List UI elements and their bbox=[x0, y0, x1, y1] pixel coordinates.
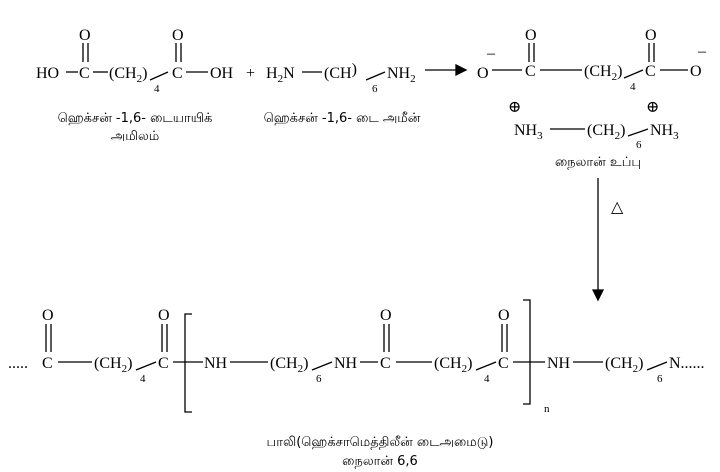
svg-text:6: 6 bbox=[372, 83, 378, 95]
svg-text:C: C bbox=[498, 355, 509, 372]
svg-text:–: – bbox=[697, 43, 707, 60]
amine-label: ஹெக்சன் -1,6- டை அமீன் bbox=[264, 111, 421, 126]
svg-text:H2N: H2N bbox=[266, 65, 295, 85]
svg-text:O: O bbox=[380, 307, 392, 324]
ch2-label: (CH2) bbox=[109, 65, 147, 85]
polymer-label-line2: நைலான் 6,6 bbox=[342, 454, 418, 469]
svg-text:NH3: NH3 bbox=[514, 122, 543, 142]
svg-text:6: 6 bbox=[657, 373, 663, 385]
oxygen: O bbox=[172, 27, 184, 44]
svg-text:(CH2): (CH2) bbox=[587, 122, 625, 142]
svg-text:(CH2): (CH2) bbox=[94, 355, 132, 375]
svg-text:n: n bbox=[544, 403, 550, 415]
svg-text:O: O bbox=[690, 63, 702, 80]
svg-text:C: C bbox=[525, 63, 536, 80]
svg-text:C: C bbox=[645, 63, 656, 80]
svg-text:O: O bbox=[42, 307, 54, 324]
svg-text:NH: NH bbox=[547, 355, 571, 372]
svg-text:NH: NH bbox=[204, 355, 228, 372]
carbon: C bbox=[172, 65, 183, 82]
svg-text:.....: ..... bbox=[8, 355, 28, 372]
svg-text:N......: N...... bbox=[669, 355, 705, 372]
heat-symbol: △ bbox=[611, 199, 624, 216]
heating-arrow bbox=[591, 178, 605, 302]
svg-text:–: – bbox=[486, 45, 496, 62]
acid-label-line2: அமிலம் bbox=[111, 129, 160, 144]
polymer-label: பாலி(ஹெக்சாமெத்திலீன் டைஅமைடு) bbox=[267, 435, 494, 450]
svg-text:NH: NH bbox=[334, 355, 358, 372]
acid-label: ஹெக்சன் -1,6- டையாயிக் bbox=[58, 111, 213, 126]
oxygen: O bbox=[79, 27, 91, 44]
ho-group: HO bbox=[36, 65, 59, 82]
svg-text:4: 4 bbox=[630, 81, 636, 93]
hexamethylenediamine-structure: H2N (CH) 6 NH2 bbox=[266, 61, 416, 95]
svg-text:O: O bbox=[498, 307, 510, 324]
svg-text:NH2: NH2 bbox=[387, 65, 416, 85]
svg-text:O: O bbox=[525, 27, 537, 44]
plus-sign: + bbox=[246, 65, 255, 82]
svg-text:(CH2): (CH2) bbox=[584, 63, 622, 83]
svg-text:C: C bbox=[158, 355, 169, 372]
svg-text:⊕: ⊕ bbox=[646, 99, 659, 116]
adipic-acid-structure: HO C O (CH2) 4 C O OH bbox=[36, 27, 234, 95]
subscript-4: 4 bbox=[154, 83, 160, 95]
svg-text:C: C bbox=[42, 355, 53, 372]
svg-text:(CH): (CH) bbox=[324, 61, 357, 82]
svg-text:(CH2): (CH2) bbox=[434, 355, 472, 375]
svg-text:6: 6 bbox=[636, 139, 642, 151]
svg-text:C: C bbox=[380, 355, 391, 372]
svg-text:⊕: ⊕ bbox=[508, 99, 521, 116]
svg-text:(CH2): (CH2) bbox=[605, 355, 643, 375]
svg-text:4: 4 bbox=[484, 373, 490, 385]
salt-label: நைலான் உப்பு bbox=[555, 155, 641, 170]
nylon-6-6-polymer-structure: ..... C O (CH2) 4 C O NH (CH2) 6 NH C O … bbox=[8, 299, 705, 415]
svg-text:O: O bbox=[645, 27, 657, 44]
svg-text:(CH2): (CH2) bbox=[270, 355, 308, 375]
oh-group: OH bbox=[210, 65, 234, 82]
svg-text:4: 4 bbox=[140, 373, 146, 385]
reaction-arrow bbox=[425, 63, 468, 77]
nylon-salt-structure: O – C O (CH2) 4 C O O – ⊕ NH3 (CH2) 6 ⊕ … bbox=[477, 27, 707, 151]
svg-text:O: O bbox=[477, 65, 489, 82]
svg-text:NH3: NH3 bbox=[650, 122, 679, 142]
carbon: C bbox=[79, 65, 90, 82]
svg-text:O: O bbox=[158, 307, 170, 324]
svg-text:6: 6 bbox=[316, 373, 322, 385]
